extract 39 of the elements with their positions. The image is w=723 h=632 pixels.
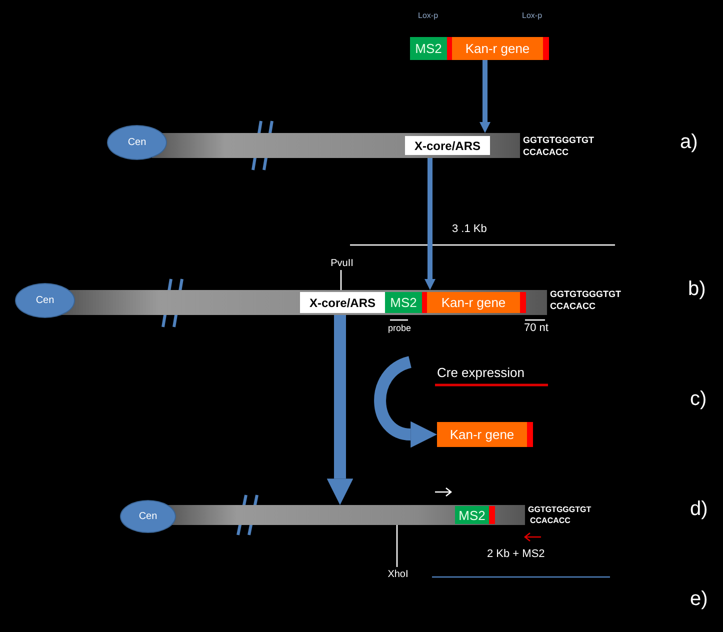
centromere-ellipse: Cen: [15, 283, 75, 318]
restriction-site-label: XhoI: [383, 567, 413, 581]
kan-r-gene-segment: Kan-r gene: [437, 422, 533, 447]
length-label: 2 Kb + MS2: [487, 548, 545, 560]
sequence-text: CCACACC: [550, 302, 596, 312]
sequence-text: CCACACC: [530, 517, 570, 526]
length-label: 70 nt: [524, 322, 548, 334]
panel-letter: d): [690, 498, 708, 520]
arrow: [326, 315, 354, 505]
x-core-ars-segment: X-core/ARS: [405, 136, 490, 155]
arrow: [374, 356, 437, 448]
sequence-text: GGTGTGGGTGT: [550, 290, 621, 300]
panel-letter: a): [680, 131, 698, 153]
panel-letter: c): [690, 388, 707, 410]
ms2-segment: MS2: [385, 292, 422, 313]
sequence-text: GGTGTGGGTGT: [523, 136, 594, 146]
ms2-segment: MS2: [455, 506, 495, 524]
centromere-ellipse: Cen: [120, 500, 176, 533]
leader-line: [340, 270, 342, 292]
restriction-site-label: PvuII: [326, 256, 358, 270]
ms2-segment: MS2: [410, 37, 447, 60]
x-core-ars-segment: X-core/ARS: [300, 292, 385, 313]
arrow: [480, 60, 490, 133]
centromere-ellipse: Cen: [107, 125, 167, 160]
length-label: 3 .1 Kb: [452, 223, 487, 236]
chromosome-bar: [152, 133, 520, 158]
panel-letter: b): [688, 278, 706, 300]
sequence-text: GGTGTGGGTGT: [528, 506, 592, 515]
step-label: Cre expression: [437, 366, 524, 380]
arrow: [424, 158, 436, 290]
kan-r-gene-segment: Kan-r gene: [447, 37, 549, 60]
site-label: Lox-p: [418, 12, 438, 21]
probe-label: probe: [388, 324, 412, 334]
site-label: Lox-p: [522, 12, 542, 21]
chromosome-bar: [62, 290, 547, 315]
panel-letter: e): [690, 588, 708, 610]
leader-line: [396, 525, 398, 567]
sequence-text: CCACACC: [523, 148, 568, 158]
kan-r-gene-segment: Kan-r gene: [422, 292, 526, 313]
